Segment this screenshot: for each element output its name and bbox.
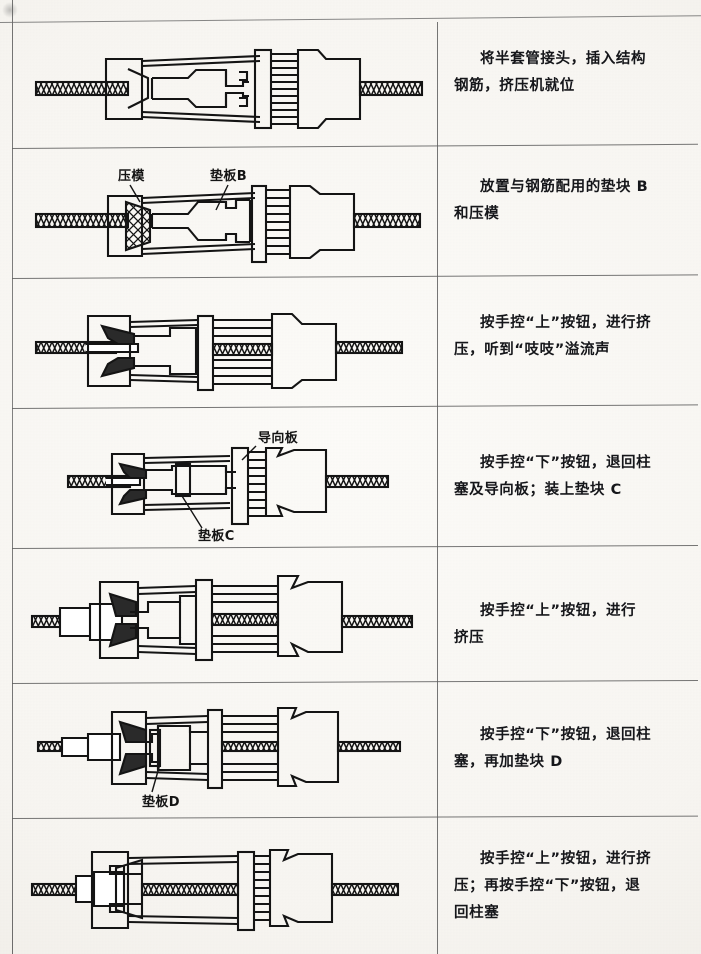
label-pad-d: 垫板D (142, 794, 180, 810)
label-pad-b: 垫板B (210, 168, 247, 184)
step-2-diagram: 压模 垫板B (30, 158, 430, 276)
label-pressing-die: 压模 (118, 168, 145, 184)
step-2-text: 放置与钢筋配用的垫块 B 和压模 (454, 179, 649, 222)
step-1-diagram (30, 36, 430, 146)
step-5-diagram (30, 560, 430, 680)
scan-corner-smudge (2, 2, 18, 18)
step-1-text: 将半套管接头，插入结构 钢筋，挤压机就位 (454, 51, 647, 94)
step-6-text: 按手控“下”按钮，退回柱 塞，再加垫块 D (454, 727, 652, 770)
step-3-diagram (30, 294, 430, 404)
step-4-text: 按手控“下”按钮，退回柱 塞及导向板；装上垫块 C (454, 455, 652, 498)
row-divider-5 (11, 680, 698, 685)
page-left-margin-rule (12, 0, 14, 954)
procedure-table: 将半套管接头，插入结构 钢筋，挤压机就位 压模 垫板B (11, 22, 698, 954)
step-3-text: 按手控“上”按钮，进行挤 压，听到“吱吱”溢流声 (454, 315, 652, 358)
label-guide-plate: 导向板 (258, 430, 299, 446)
step-6-diagram: 垫板D (30, 694, 430, 816)
row-divider-3 (11, 404, 698, 410)
step-7-text: 按手控“上”按钮，进行挤 压；再按手控“下”按钮，退 回柱塞 (454, 851, 652, 921)
row-divider-6 (11, 815, 698, 820)
column-divider (437, 22, 439, 954)
label-pad-c: 垫板C (198, 528, 235, 544)
step-4-diagram: 导向板 垫板C (30, 420, 430, 546)
step-5-text: 按手控“上”按钮，进行 挤压 (454, 603, 637, 646)
step-7-diagram (30, 830, 430, 950)
